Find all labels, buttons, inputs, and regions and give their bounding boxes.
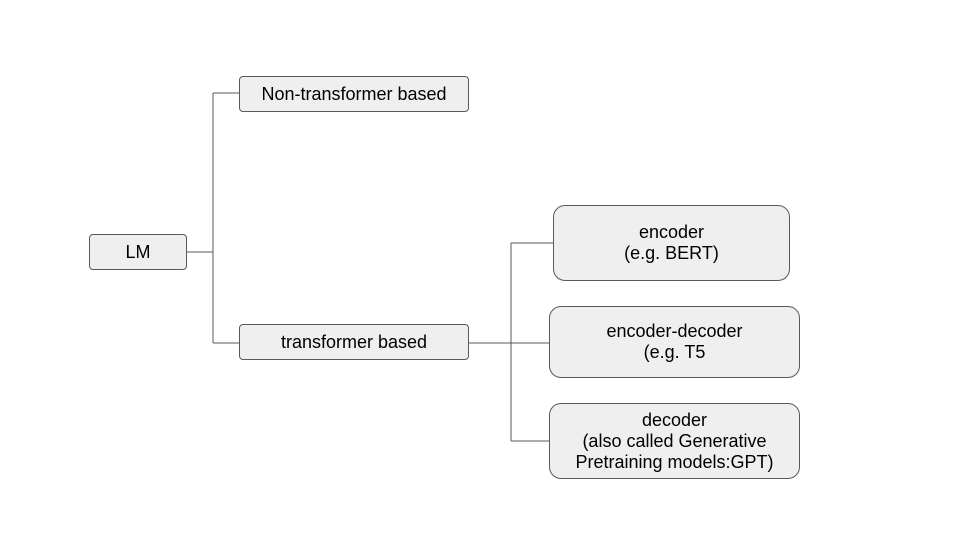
node-encoder-decoder-title: encoder-decoder bbox=[606, 321, 743, 341]
node-encoder-title: encoder bbox=[638, 222, 705, 242]
node-transformer-label: transformer based bbox=[280, 331, 428, 352]
node-encoder-example: (e.g. BERT) bbox=[624, 243, 719, 263]
connector-lm-to-branches bbox=[187, 92, 239, 344]
node-decoder-title: decoder bbox=[641, 409, 708, 430]
node-transformer-based: transformer based bbox=[239, 324, 469, 360]
connector-transformer-to-subtypes bbox=[469, 242, 553, 442]
node-lm-label: LM bbox=[125, 241, 151, 262]
node-encoder: encoder (e.g. BERT) bbox=[553, 205, 790, 281]
node-decoder: decoder (also called Generative Pretrain… bbox=[549, 403, 800, 479]
node-non-transformer-label: Non-transformer based bbox=[261, 83, 447, 104]
node-decoder-note-line2: Pretraining models:GPT) bbox=[575, 451, 774, 472]
node-lm: LM bbox=[89, 234, 187, 270]
node-encoder-decoder-example: (e.g. T5 bbox=[643, 342, 706, 362]
node-decoder-note-line1: (also called Generative bbox=[582, 430, 767, 451]
node-non-transformer-based: Non-transformer based bbox=[239, 76, 469, 112]
node-encoder-decoder: encoder-decoder (e.g. T5 bbox=[549, 306, 800, 378]
